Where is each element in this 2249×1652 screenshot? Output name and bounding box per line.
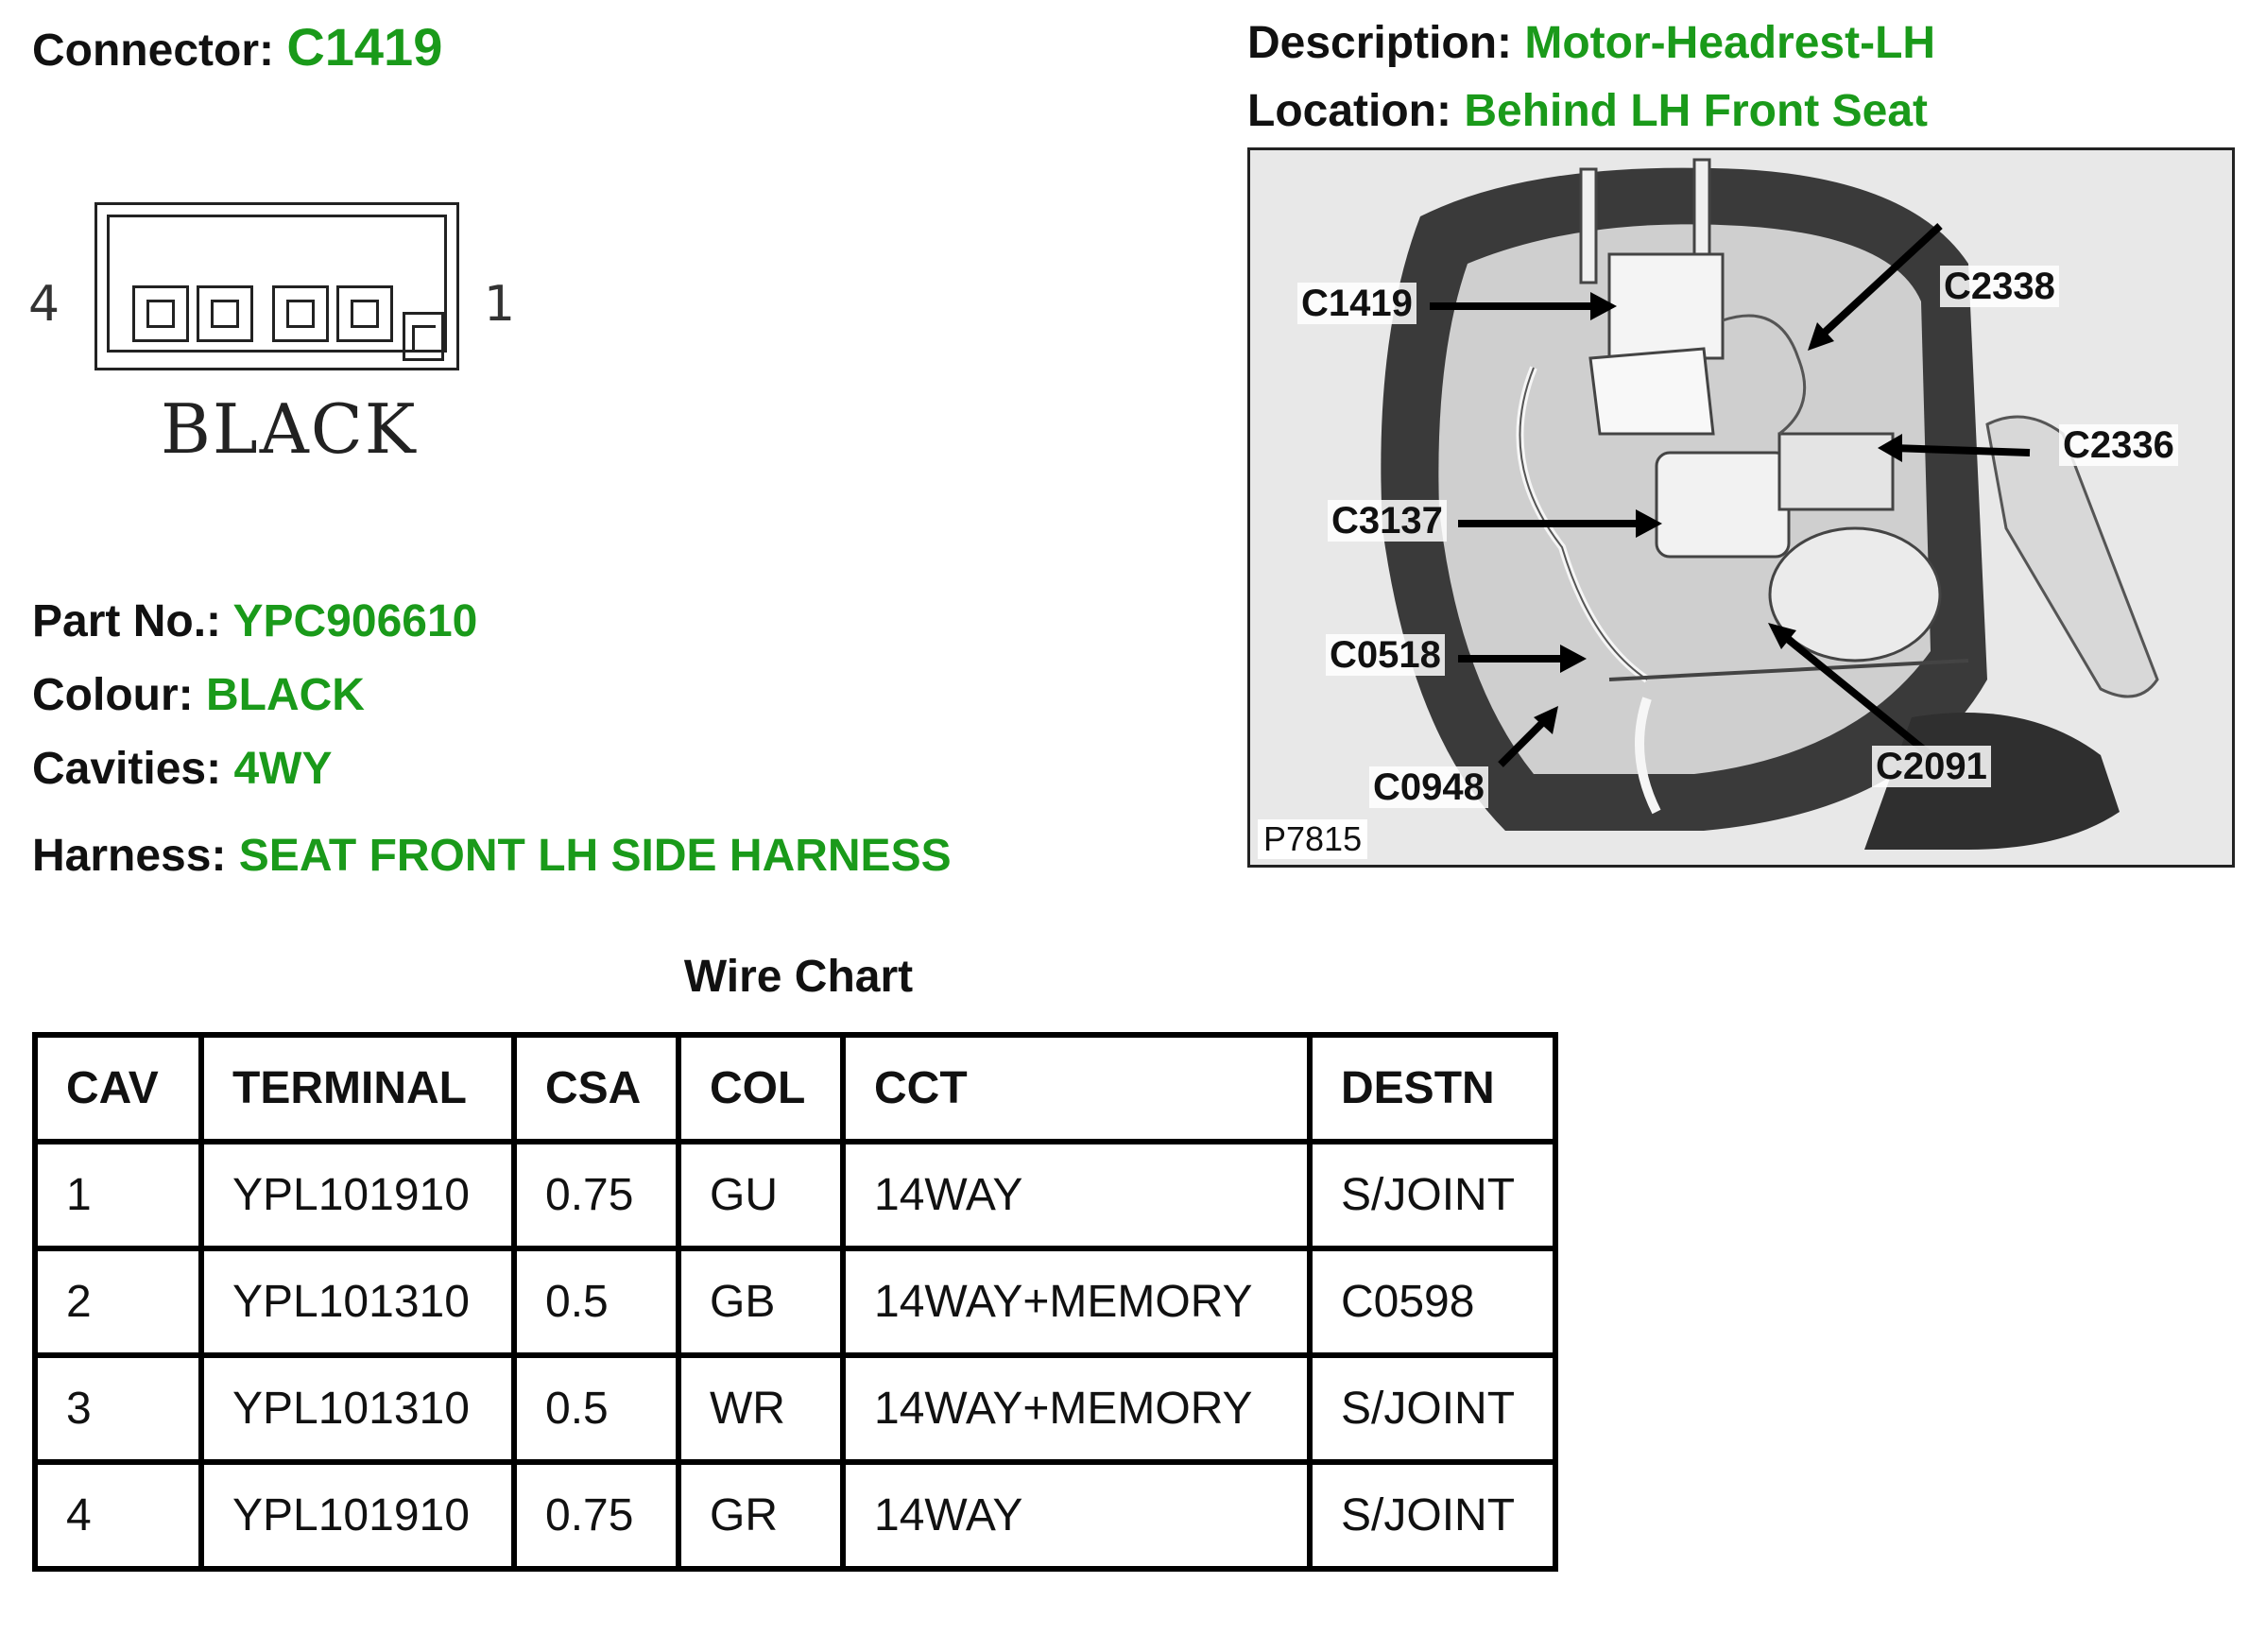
cell-terminal: YPL101910 [198,1459,517,1572]
location-label: Location: [1247,86,1451,136]
cell-csa: 0.75 [511,1139,681,1251]
part-number-label: Part No.: [32,596,222,646]
harness-field: Harness: SEAT FRONT LH SIDE HARNESS [32,834,952,879]
column-header-cct: CCT [840,1032,1313,1144]
harness-label: Harness: [32,831,227,881]
photo-callout-c3137: C3137 [1328,500,1447,542]
cell-cav: 3 [32,1352,204,1465]
table-header-row: CAV TERMINAL CSA COL CCT DESTN [32,1032,1558,1144]
cell-destn: C0598 [1307,1246,1558,1358]
column-header-csa: CSA [511,1032,681,1144]
location-photo: C1419 C2338 C2336 C3137 C0518 C0948 C209… [1247,147,2235,868]
connector-housing-inner [107,215,447,361]
colour-field: Colour: BLACK [32,673,365,718]
cell-cct: 14WAY [840,1139,1313,1251]
colour-value: BLACK [205,670,365,720]
photo-reference: P7815 [1258,819,1368,859]
photo-callout-c2336: C2336 [2059,424,2178,466]
table-row: 4 YPL101910 0.75 GR 14WAY S/JOINT [32,1459,1558,1572]
connector-value: C1419 [286,17,443,77]
cell-csa: 0.5 [511,1352,681,1465]
location-field: Location: Behind LH Front Seat [1247,89,1928,134]
cell-destn: S/JOINT [1307,1352,1558,1465]
connector-colour-text: BLACK [161,389,418,469]
part-number-field: Part No.: YPC906610 [32,599,477,645]
location-value: Behind LH Front Seat [1464,86,1928,136]
wire-chart-title: Wire Chart [683,952,914,1002]
photo-callout-c2091: C2091 [1872,746,1991,787]
connector-field: Connector: C1419 [32,21,442,74]
cell-csa: 0.5 [511,1246,681,1358]
cell-csa: 0.75 [511,1459,681,1572]
column-header-terminal: TERMINAL [198,1032,517,1144]
cell-col: GR [676,1459,846,1572]
cell-terminal: YPL101310 [198,1246,517,1358]
table-row: 2 YPL101310 0.5 GB 14WAY+MEMORY C0598 [32,1246,1558,1358]
connector-label: Connector: [32,26,274,76]
cavity-1 [336,285,393,342]
cavity-3 [197,285,253,342]
cell-terminal: YPL101910 [198,1139,517,1251]
cell-cct: 14WAY+MEMORY [840,1246,1313,1358]
column-header-cav: CAV [32,1032,204,1144]
description-field: Description: Motor-Headrest-LH [1247,21,1935,66]
harness-value: SEAT FRONT LH SIDE HARNESS [238,831,952,881]
cell-cct: 14WAY [840,1459,1313,1572]
cavity-2 [272,285,329,342]
cell-destn: S/JOINT [1307,1139,1558,1251]
column-header-destn: DESTN [1307,1032,1558,1144]
cavities-value: 4WY [233,744,333,794]
part-number-value: YPC906610 [232,596,478,646]
cell-cav: 1 [32,1139,204,1251]
table-row: 3 YPL101310 0.5 WR 14WAY+MEMORY S/JOINT [32,1352,1558,1465]
photo-callout-c0948: C0948 [1369,766,1488,808]
table-row: 1 YPL101910 0.75 GU 14WAY S/JOINT [32,1139,1558,1251]
column-header-col: COL [676,1032,846,1144]
cell-cct: 14WAY+MEMORY [840,1352,1313,1465]
photo-callout-c1419: C1419 [1297,283,1416,324]
cavities-label: Cavities: [32,744,222,794]
cell-cav: 4 [32,1459,204,1572]
seat-illustration [1250,150,2232,865]
connector-housing [94,202,459,370]
cavity-4 [132,285,189,342]
connector-face-drawing: 4 1 BLACK [28,189,520,473]
cell-terminal: YPL101310 [198,1352,517,1465]
cell-cav: 2 [32,1246,204,1358]
cell-col: WR [676,1352,846,1465]
photo-callout-c0518: C0518 [1326,634,1445,676]
colour-label: Colour: [32,670,194,720]
cell-col: GB [676,1246,846,1358]
description-value: Motor-Headrest-LH [1524,18,1936,68]
cavities-field: Cavities: 4WY [32,747,332,792]
pin-number-right: 1 [484,276,516,333]
pin-number-left: 4 [28,276,60,333]
wire-chart-table: CAV TERMINAL CSA COL CCT DESTN 1 YPL1019… [32,1032,1558,1572]
connector-key [403,312,444,361]
cell-destn: S/JOINT [1307,1459,1558,1572]
cell-col: GU [676,1139,846,1251]
photo-callout-c2338: C2338 [1940,266,2059,307]
description-label: Description: [1247,18,1513,68]
